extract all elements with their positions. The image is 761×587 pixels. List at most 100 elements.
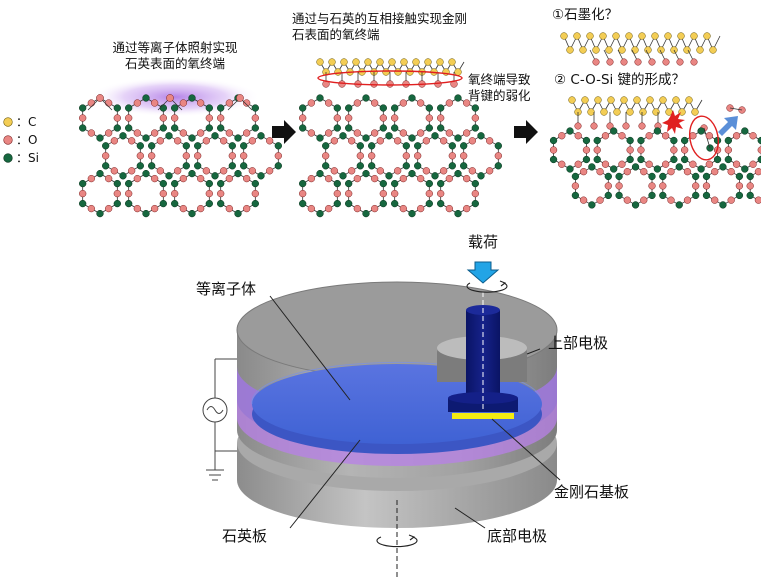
oxygen-atom: [179, 174, 187, 183]
oxygen-atom: [618, 160, 626, 168]
silicon-atom: [437, 124, 445, 132]
oxygen-atom: [386, 80, 394, 88]
silicon-atom: [142, 134, 150, 142]
oxygen-atom: [634, 58, 642, 66]
label-quartz-plate: 石英板: [222, 527, 267, 545]
oxygen-atom: [425, 189, 433, 198]
oxygen-atom: [274, 152, 282, 160]
silicon-atom: [333, 179, 341, 188]
silicon-atom: [362, 94, 370, 102]
bond: [729, 107, 743, 111]
carbon-atom: [573, 32, 581, 40]
silicon-atom: [385, 172, 393, 180]
oxygen-atom: [330, 167, 338, 175]
silicon-atom: [205, 199, 213, 208]
silicon-atom: [697, 127, 705, 135]
silicon-atom: [626, 155, 634, 164]
carbon-atom: [677, 32, 685, 40]
silicon-atom: [188, 169, 196, 178]
oxygen-atom: [445, 129, 453, 137]
oxygen-atom: [592, 58, 600, 66]
silicon-atom: [494, 162, 502, 170]
silicon-atom: [494, 142, 502, 150]
silicon-atom: [217, 104, 225, 112]
silicon-atom: [670, 155, 678, 164]
carbon-atom: [340, 58, 348, 66]
silicon-atom: [356, 142, 364, 150]
silicon-atom: [637, 155, 645, 164]
silicon-atom: [631, 201, 640, 209]
silicon-atom: [571, 191, 580, 200]
oxygen-atom: [266, 167, 274, 175]
oxygen-atom: [353, 129, 361, 137]
silicon-atom: [142, 94, 150, 102]
carbon-atom: [412, 58, 420, 66]
silicon-atom: [408, 134, 416, 142]
silicon-atom: [211, 132, 219, 140]
oxygen-atom: [732, 160, 741, 168]
oxygen-atom: [113, 189, 121, 198]
oxygen-atom: [749, 132, 757, 140]
silicon-atom: [631, 163, 640, 171]
oxygen-atom: [133, 204, 141, 213]
oxygen-atom: [417, 174, 425, 183]
silicon-atom: [257, 172, 265, 180]
silicon-atom: [549, 136, 558, 145]
oxygen-atom: [623, 168, 631, 176]
silicon-atom: [549, 155, 558, 164]
silicon-atom: [316, 169, 324, 178]
oxygen-atom: [471, 114, 479, 122]
legend: ：C ：O ：Si: [3, 115, 39, 165]
apparatus: 载荷 等离子体: [196, 233, 629, 578]
oxygen-atom: [440, 137, 448, 145]
diamond-substrate: [452, 413, 514, 419]
oxygen-atom: [307, 204, 315, 213]
oxygen-atom: [648, 58, 656, 66]
oxygen-atom: [197, 204, 205, 213]
silicon-atom: [425, 104, 433, 112]
oxygen-atom: [348, 137, 356, 145]
silicon-atom: [362, 169, 370, 178]
oxygen-atom: [105, 204, 113, 213]
oxygen-atom: [692, 182, 700, 190]
c-o-si-bond-highlight: [688, 115, 720, 161]
oxygen-atom: [676, 58, 684, 66]
oxygen-atom: [659, 182, 667, 190]
oxygen-atom: [333, 114, 341, 122]
substrate-holder-shaft: [466, 310, 500, 400]
oxygen-atom: [727, 196, 735, 204]
carbon-atom: [657, 46, 665, 54]
oxygen-atom: [243, 129, 251, 137]
silicon-atom: [402, 162, 410, 170]
oxygen-atom: [217, 189, 225, 198]
bond-break-burst-icon: [662, 110, 685, 134]
oxygen-atom: [371, 99, 379, 107]
silicon-atom: [142, 169, 150, 178]
silicon-atom: [119, 132, 127, 140]
silicon-atom: [368, 162, 376, 170]
carbon-atom: [364, 58, 372, 66]
oxygen-atom: [166, 94, 174, 102]
oxygen-atom: [174, 137, 182, 145]
silicon-atom: [362, 209, 370, 218]
silicon-atom: [610, 165, 618, 173]
silicon-atom: [345, 104, 353, 112]
oxygen-atom: [225, 174, 233, 183]
oxygen-atom-icon: [3, 135, 13, 145]
silicon-atom: [96, 209, 104, 218]
oxygen-atom: [113, 114, 121, 122]
oxygen-atom: [422, 137, 430, 145]
oxygen-atom: [471, 189, 479, 198]
oxygen-atom: [379, 114, 387, 122]
carbon-atom: [613, 108, 621, 116]
oxygen-atom: [754, 196, 761, 204]
carbon-atom: [607, 96, 615, 104]
silicon-atom: [171, 124, 179, 132]
silicon-atom: [615, 191, 623, 200]
oxygen-atom: [171, 114, 179, 122]
oxygen-atom: [468, 137, 476, 145]
silicon-atom: [471, 124, 479, 132]
oxygen-atom: [243, 174, 251, 183]
silicon-atom: [299, 104, 307, 112]
silicon-atom: [582, 136, 591, 145]
